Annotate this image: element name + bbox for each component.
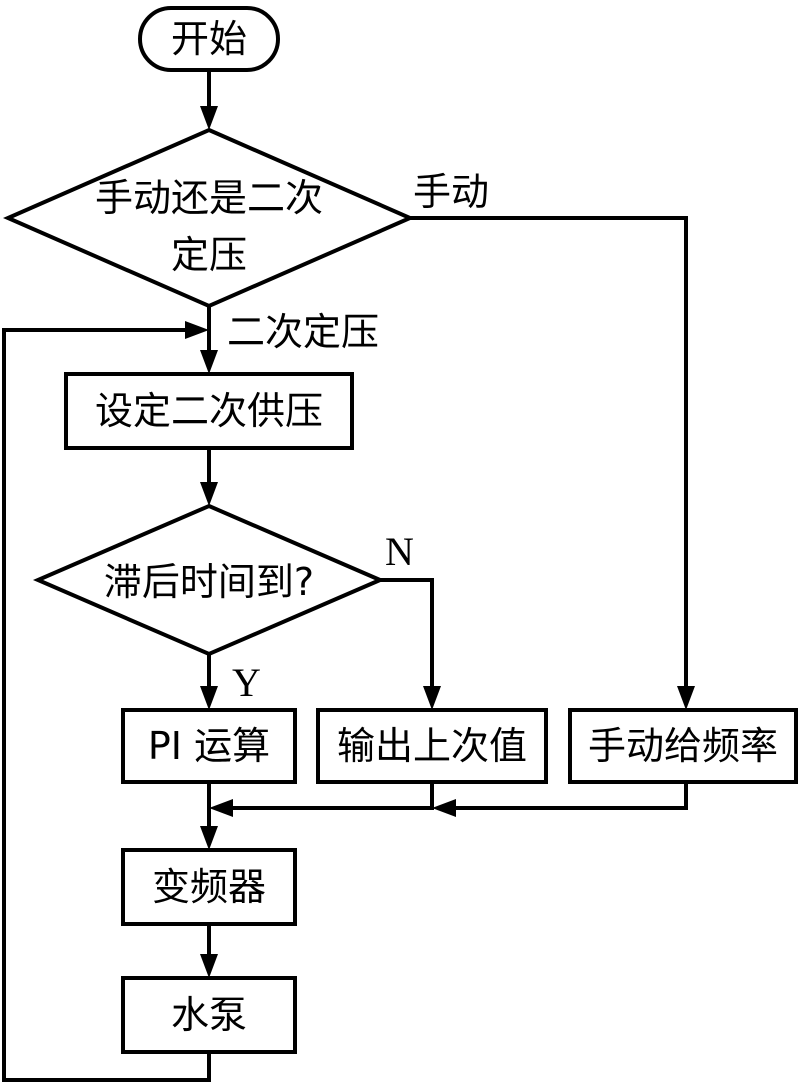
pump-label: 水泵 — [171, 993, 247, 1037]
set-pressure-node: 设定二次供压 — [64, 372, 354, 450]
edge-no — [380, 578, 434, 688]
pump-node: 水泵 — [121, 976, 297, 1054]
pi-label: PI 运算 — [148, 724, 270, 768]
output-last-label: 输出上次值 — [337, 724, 527, 768]
edge-manual — [410, 216, 688, 688]
edge-manual-merge — [455, 782, 688, 810]
arrowhead — [677, 686, 695, 710]
arrowhead — [423, 686, 441, 710]
mode-decision-label-line1: 手动还是二次 — [95, 176, 323, 220]
edge-label-no: N — [385, 529, 414, 574]
output-last-node: 输出上次值 — [316, 708, 548, 784]
arrowhead — [432, 799, 456, 817]
inverter-node: 变频器 — [121, 848, 297, 926]
arrowhead — [200, 954, 218, 978]
arrowhead — [209, 799, 233, 817]
start-node: 开始 — [138, 6, 280, 72]
arrowhead — [200, 350, 218, 374]
manual-freq-node: 手动给频率 — [568, 708, 798, 784]
mode-decision: 手动还是二次 定压 — [3, 127, 415, 309]
mode-decision-label-line2: 定压 — [171, 233, 247, 277]
arrowhead — [200, 826, 218, 850]
edge-feedback-loop — [2, 328, 211, 1082]
arrowhead — [200, 482, 218, 506]
manual-freq-label: 手动给频率 — [588, 724, 778, 768]
set-pressure-label: 设定二次供压 — [95, 389, 323, 433]
edge-output-merge — [232, 782, 434, 810]
edge-label-manual: 手动 — [413, 170, 489, 214]
edge-label-yes: Y — [232, 660, 261, 705]
pi-node: PI 运算 — [121, 708, 297, 784]
inverter-label: 变频器 — [152, 865, 266, 909]
arrowhead — [200, 686, 218, 710]
arrowhead — [185, 321, 209, 339]
delay-decision: 滞后时间到? — [32, 503, 386, 657]
edge-label-secondary: 二次定压 — [227, 310, 379, 354]
start-label: 开始 — [171, 17, 247, 61]
arrowhead — [200, 106, 218, 130]
delay-decision-label: 滞后时间到? — [104, 560, 314, 604]
